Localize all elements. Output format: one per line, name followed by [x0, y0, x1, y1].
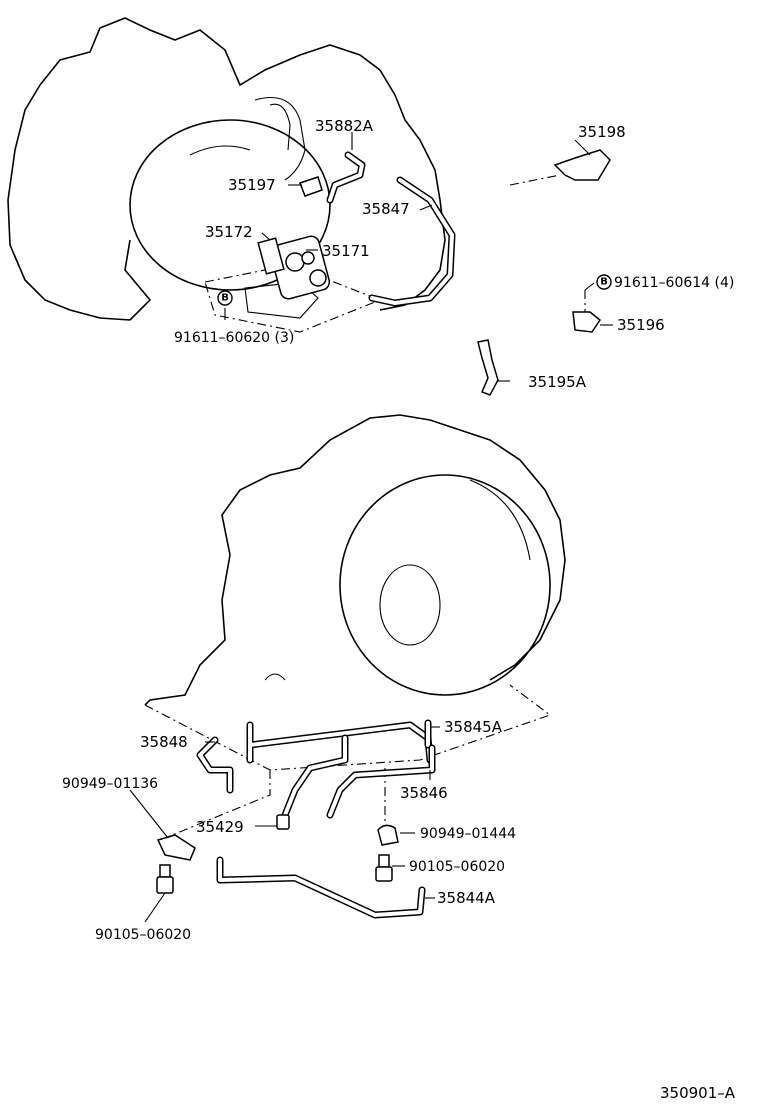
label-35429: 35429	[196, 818, 244, 836]
label-35845a: 35845A	[444, 718, 503, 736]
label-90949-01136: 90949–01136	[62, 776, 158, 792]
label-35195a: 35195A	[528, 373, 587, 391]
bolt-mark-left-text: B	[221, 293, 229, 304]
part-labels: 35882A 35198 35197 35847 35172 35171 916…	[62, 117, 736, 1102]
upper-transaxle-housing	[7, 17, 446, 321]
label-90105-06020-right: 90105–06020	[409, 859, 505, 875]
part-35198-bracket	[509, 149, 611, 186]
part-35171-body	[269, 235, 331, 300]
part-35844a-pipe	[216, 856, 426, 919]
label-35172: 35172	[205, 223, 253, 241]
label-91611-60620: 91611–60620 (3)	[174, 330, 294, 346]
part-35196-clamp	[572, 290, 602, 333]
part-90105-06020-bolt-left	[156, 864, 174, 894]
part-35846-pipe	[279, 734, 436, 824]
label-90949-01444: 90949–01444	[420, 826, 516, 842]
label-35848: 35848	[140, 733, 188, 751]
upper-dash-frame	[204, 264, 382, 333]
bolt-mark-right-text: B	[600, 277, 608, 288]
label-35197: 35197	[228, 176, 276, 194]
part-90105-06020-bolt-right	[375, 854, 393, 882]
label-90105-06020-left: 90105–06020	[95, 927, 191, 943]
part-35429-union	[276, 814, 290, 830]
label-35196: 35196	[617, 316, 665, 334]
part-35195a-bracket	[477, 339, 499, 396]
part-35847-hose	[368, 176, 456, 307]
label-35198: 35198	[578, 123, 626, 141]
label-35171: 35171	[322, 242, 370, 260]
bolt-mark-right: B	[596, 274, 612, 290]
label-35844a: 35844A	[437, 889, 496, 907]
part-35882a-hose	[326, 151, 366, 204]
lower-transaxle-housing	[144, 414, 566, 706]
part-35197-clip	[299, 176, 323, 197]
part-35172-gasket	[257, 237, 285, 275]
part-35848-pipe	[196, 721, 434, 794]
part-90949-01136-clamp	[156, 834, 196, 861]
part-90949-01444-clamp	[377, 824, 399, 846]
label-91611-60614: 91611–60614 (4)	[614, 275, 734, 291]
leader-lines	[129, 132, 613, 923]
bolt-mark-left: B	[217, 290, 233, 306]
lower-dash-leader-left	[159, 770, 271, 841]
label-35847: 35847	[362, 200, 410, 218]
label-35846: 35846	[400, 784, 448, 802]
label-35882a: 35882A	[315, 117, 374, 135]
lower-dash-frame	[144, 684, 552, 771]
diagram-code: 350901–A	[660, 1084, 736, 1102]
